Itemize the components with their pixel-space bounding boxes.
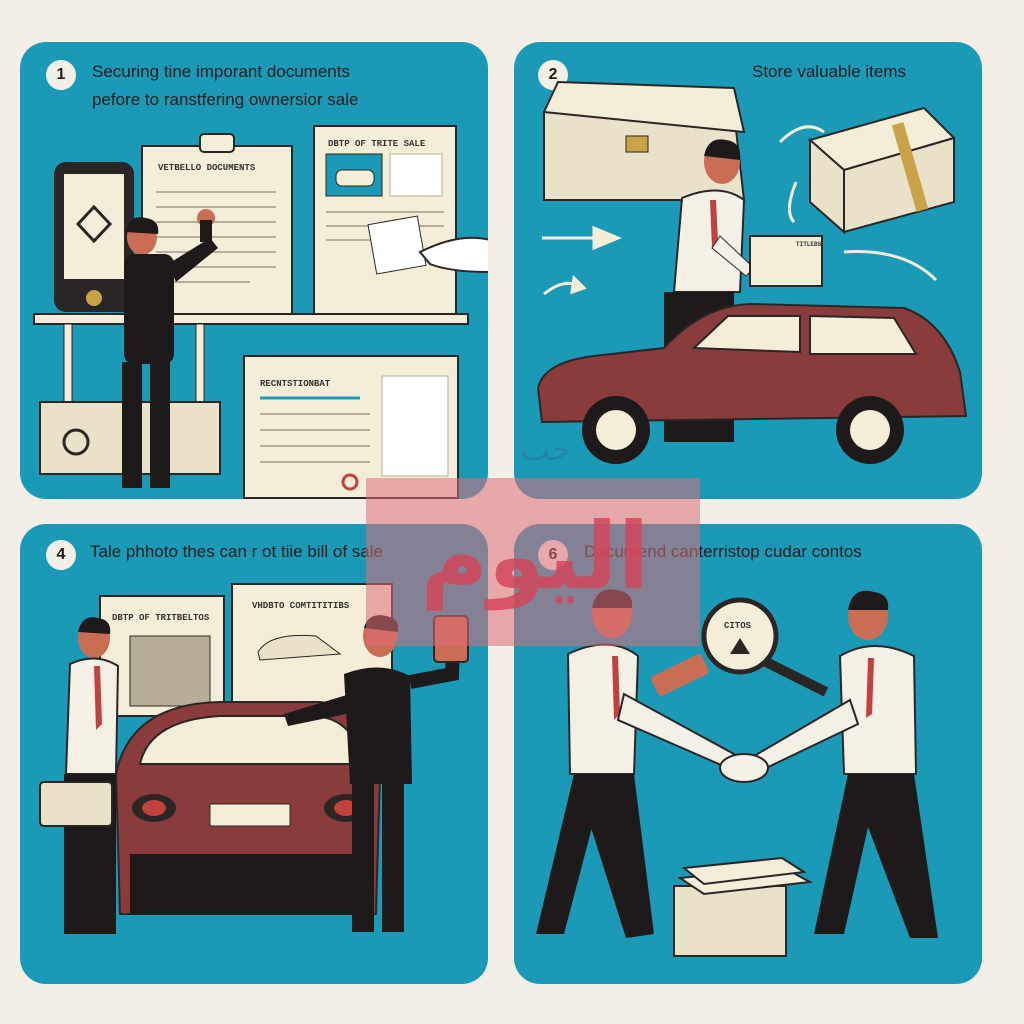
- magnifier-icon: [701, 597, 779, 675]
- step-number: 4: [46, 540, 76, 570]
- step-caption-line1: Securing tine imporant documents: [92, 62, 350, 81]
- doc-title-2: DBTP OF TRITE SALE: [328, 139, 426, 149]
- panel-4: 6 Documend canterristop cudar contos CIT…: [514, 524, 982, 984]
- step-caption-line2: pefore to ranstfering ownersior sale: [92, 90, 359, 109]
- buyer-with-briefcase: [39, 617, 120, 934]
- panel-3-illustration: DBTP OF TRITBELTOS VHDBTO COMTITITIBS: [39, 583, 469, 934]
- man-in-suit: [122, 209, 218, 488]
- panel-1: 1 Securing tine imporant documents pefor…: [20, 42, 488, 499]
- panel-2-illustration: TITLEBS: [536, 80, 968, 464]
- arrow-icons: [542, 125, 938, 296]
- title-document: [749, 235, 823, 287]
- doc-title-5: DBTP OF TRITBELTOS: [112, 613, 210, 623]
- car-rear: [114, 701, 382, 915]
- man-right-handshake: [752, 590, 938, 938]
- step-caption-line1: Tale phhoto thes can r ot tiie bill of s…: [90, 542, 383, 561]
- man-left-handshake: [536, 589, 736, 938]
- watermark-text: اليوم: [420, 503, 650, 610]
- watermark-small-text: حب: [520, 430, 572, 468]
- step-caption-line1: Store valuable items: [752, 62, 907, 81]
- doc-title-1: VETBELLO DOCUMENTS: [158, 163, 256, 173]
- table: [33, 313, 469, 325]
- watermark-box: [366, 478, 700, 646]
- panel-4-illustration: CITOS: [536, 589, 938, 957]
- panel-1-illustration: VETBELLO DOCUMENTS DBTP OF TRITE SALE: [33, 125, 488, 499]
- step-number: 2: [538, 60, 568, 90]
- doc-title-6: VHDBTO COMTITITIBS: [252, 601, 350, 611]
- red-car: [536, 302, 968, 464]
- doc-title-4: TITLEBS: [796, 241, 822, 248]
- panel-2: 2 Store valuable items TITLEBS: [514, 42, 982, 499]
- tag-icon: [651, 654, 709, 696]
- doc-title-3: RECNTSTIONBAT: [260, 379, 331, 389]
- handshake: [719, 753, 769, 783]
- doc-title-7: CITOS: [724, 621, 752, 631]
- briefcase-icon: [39, 781, 113, 827]
- step-number: 1: [46, 60, 76, 90]
- box: [673, 885, 787, 957]
